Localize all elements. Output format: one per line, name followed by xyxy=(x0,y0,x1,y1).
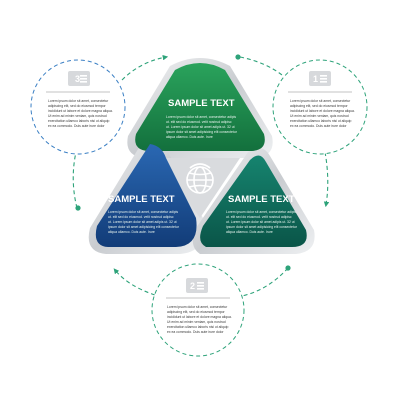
segment-top-line: ut. Lorem ipsum dolor sit amet adipis ut… xyxy=(166,125,235,129)
circle-2-line: incididunt ut labore et dolore magna ali… xyxy=(167,315,232,319)
connector-arrows xyxy=(72,54,330,297)
circle-1-line: Lorem ipsum dolor sit amet, consectetur xyxy=(290,99,351,103)
circle-1-line: incididunt ut labore et dolore magna ali… xyxy=(290,109,355,113)
segment-top-line: ut. elit sed do eiusmod. velit nostrud a… xyxy=(166,120,232,124)
segment-top-line: ipsum dolor sit amet adipisicing elit co… xyxy=(166,130,238,134)
center-frame xyxy=(160,158,240,218)
circle-1-number: 1 xyxy=(313,74,318,84)
arrow-top-to-1 xyxy=(239,56,283,76)
arrow-left-up-to-3 xyxy=(72,151,78,209)
segment-right-line: Lorem ipsum dolor sit amet, consectetur … xyxy=(226,210,296,214)
segment-right-shape xyxy=(200,155,307,247)
arrow-right-to-2 xyxy=(241,267,289,297)
arrow-3-to-top xyxy=(121,54,169,81)
circle-1: 1 Lorem ipsum dolor sit amet, consectetu… xyxy=(272,59,368,155)
arrow-1-down xyxy=(323,151,330,208)
circle-3-outline xyxy=(30,59,126,155)
circle-3-line: exercitation ullamco laboris nisi ut ali… xyxy=(48,119,110,123)
connector-dot xyxy=(285,265,291,271)
segment-right-line: ipsum dolor sit amet adipisicing elit co… xyxy=(226,225,298,229)
number-badge-3: 3 xyxy=(68,71,90,86)
number-badge-2: 2 xyxy=(186,278,208,293)
connector-dot xyxy=(235,54,241,60)
segment-left-line: ut. elit sed do eiusmod. velit nostrud a… xyxy=(108,215,174,219)
segment-left-line: ut. Lorem ipsum dolor sit amet adipis ut… xyxy=(108,220,177,224)
segment-left-shape xyxy=(95,144,197,247)
segment-right-title: SAMPLE TEXT xyxy=(228,194,295,205)
circle-2: 2 Lorem ipsum dolor sit amet, consectetu… xyxy=(151,263,245,357)
circle-3-number: 3 xyxy=(75,74,80,84)
circle-1-line: adipiscing elit, sed do eiusmod tempor xyxy=(290,104,349,108)
segment-top-line: aliqua ullamco. Duis aute. Irure xyxy=(166,135,213,139)
segment-right-line: aliqua ullamco. Duis aute. Irure xyxy=(226,230,273,234)
segment-left-title: SAMPLE TEXT xyxy=(108,194,175,205)
circle-2-line: Lorem ipsum dolor sit amet, consectetur xyxy=(167,305,228,309)
segment-right: SAMPLE TEXT Lorem ipsum dolor sit amet, … xyxy=(200,155,307,247)
circle-3-line: ex ea commodo. Duis aute irure dolor xyxy=(48,124,105,128)
segment-left-line: aliqua ullamco. Duis aute. Irure xyxy=(108,230,155,234)
segment-top: SAMPLE TEXT Lorem ipsum dolor sit amet, … xyxy=(135,63,265,151)
segment-top-shape xyxy=(135,63,265,151)
globe-icon xyxy=(186,163,214,194)
segment-left: SAMPLE TEXT Lorem ipsum dolor sit amet, … xyxy=(95,144,197,247)
circle-3-line: Lorem ipsum dolor sit amet, consectetur xyxy=(48,99,109,103)
segment-right-line: ut. Lorem ipsum dolor sit amet adipis ut… xyxy=(226,220,295,224)
arrow-2-to-left xyxy=(113,268,156,296)
circle-1-line: Ut enim ad minim veniam, quis nostrud xyxy=(290,114,349,118)
circle-2-line: ex ea commodo. Duis aute irure dolor xyxy=(167,330,224,334)
number-badge-1: 1 xyxy=(309,71,331,86)
segment-top-line: Lorem ipsum dolor sit amet, consectetur … xyxy=(166,115,236,119)
circle-3: 3 Lorem ipsum dolor sit amet, consectetu… xyxy=(30,59,126,155)
circle-2-outline xyxy=(151,263,245,357)
segment-left-line: Lorem ipsum dolor sit amet, consectetur … xyxy=(108,210,178,214)
segment-top-title: SAMPLE TEXT xyxy=(168,98,235,109)
connector-dot xyxy=(75,205,81,211)
circle-1-line: ex ea commodo. Duis aute irure dolor xyxy=(290,124,347,128)
circle-2-number: 2 xyxy=(190,281,195,291)
circle-3-line: incididunt ut labore et dolore magna ali… xyxy=(48,109,113,113)
segment-left-line: ipsum dolor sit amet adipisicing elit co… xyxy=(108,225,180,229)
circle-2-line: adipiscing elit, sed do eiusmod tempor xyxy=(167,310,226,314)
circle-1-line: exercitation ullamco laboris nisi ut ali… xyxy=(290,119,352,123)
circle-3-line: adipiscing elit, sed do eiusmod tempor xyxy=(48,104,107,108)
circle-1-outline xyxy=(272,59,368,155)
circle-2-line: Ut enim ad minim veniam, quis nostrud xyxy=(167,320,226,324)
segment-right-line: ut. elit sed do eiusmod. velit nostrud a… xyxy=(226,215,292,219)
circle-3-line: Ut enim ad minim veniam, quis nostrud xyxy=(48,114,107,118)
circle-2-line: exercitation ullamco laboris nisi ut ali… xyxy=(167,325,229,329)
